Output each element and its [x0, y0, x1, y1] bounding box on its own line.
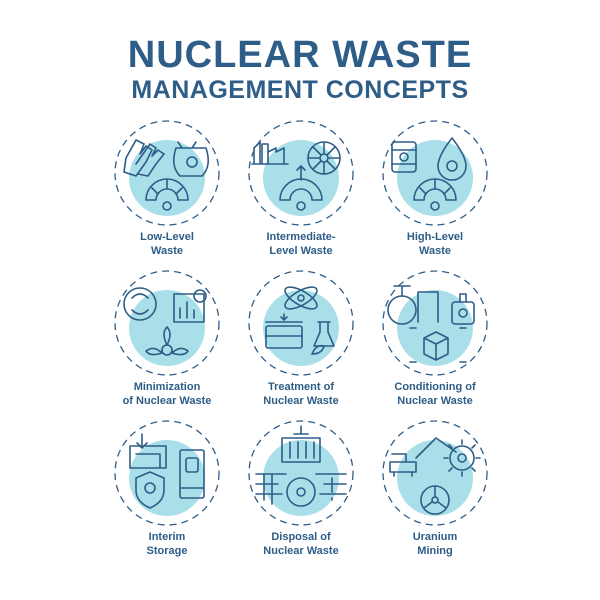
high-level-waste-icon	[382, 120, 488, 226]
low-level-waste-icon	[114, 120, 220, 226]
intermediate-level-waste-icon	[248, 120, 354, 226]
interim-storage-icon	[114, 420, 220, 526]
minimization-icon	[114, 270, 220, 376]
uranium-mining-icon	[382, 420, 488, 526]
disposal-icon	[248, 420, 354, 526]
conditioning-icon	[382, 270, 488, 376]
concept-label: Intermediate-Level Waste	[266, 231, 336, 257]
page-title: NUCLEAR WASTE	[127, 34, 473, 76]
page-subtitle: MANAGEMENT CONCEPTS	[131, 76, 469, 104]
concept-intermediate-level-waste: Intermediate-Level Waste	[234, 118, 368, 268]
treatment-icon	[248, 270, 354, 376]
